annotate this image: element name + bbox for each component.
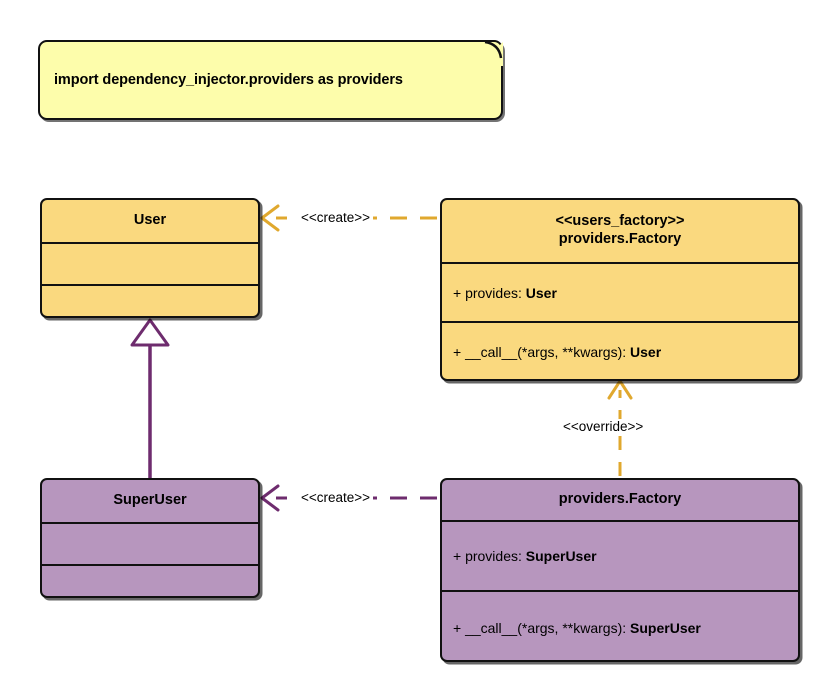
member-type: SuperUser — [630, 619, 701, 636]
class-attributes-user — [42, 244, 258, 284]
member-type: User — [630, 344, 662, 360]
member-text: + provides: User — [453, 285, 557, 301]
class-box-superuser[interactable]: SuperUser — [40, 478, 260, 598]
note-import: import dependency_injector.providers as … — [38, 40, 503, 120]
member-prefix: + __call__(*args, **kwargs): — [453, 344, 631, 360]
class-divider — [42, 284, 258, 286]
connector-label-override: <<override>> — [560, 419, 647, 434]
connector-inheritance — [130, 318, 170, 478]
class-box-superuser-factory[interactable]: providers.Factory + provides: SuperUser … — [440, 478, 800, 662]
class-attributes-superuser — [42, 524, 258, 564]
class-divider — [442, 321, 798, 323]
class-divider — [442, 520, 798, 522]
note-text: import dependency_injector.providers as … — [54, 72, 403, 88]
connector-label-create-user: <<create>> — [298, 210, 374, 225]
class-title-superuser: SuperUser — [42, 480, 258, 522]
class-title-superuser-factory: providers.Factory — [442, 480, 798, 520]
class-methods-superuser — [42, 566, 258, 596]
note-fold-corner — [477, 40, 503, 66]
class-attributes-users-factory: + provides: User — [442, 264, 798, 321]
class-methods-users-factory: + __call__(*args, **kwargs): User — [442, 323, 798, 379]
class-methods-superuser-factory: + __call__(*args, **kwargs): SuperUser — [442, 592, 798, 660]
member-prefix: + provides: — [453, 548, 526, 564]
class-title-line: SuperUser — [113, 492, 187, 509]
class-divider — [42, 522, 258, 524]
member-type: SuperUser — [525, 548, 597, 564]
class-title-line: providers.Factory — [558, 231, 682, 247]
member-type: User — [525, 284, 557, 301]
class-title-line: User — [133, 212, 167, 229]
class-attributes-superuser-factory: + provides: SuperUser — [442, 522, 798, 590]
class-divider — [442, 590, 798, 592]
class-title-line: providers.Factory — [558, 491, 682, 508]
member-prefix: + __call__(*args, **kwargs): — [453, 619, 631, 636]
class-divider — [442, 262, 798, 264]
class-box-users-factory[interactable]: <<users_factory>> providers.Factory + pr… — [440, 198, 800, 381]
member-text: + provides: SuperUser — [453, 548, 597, 564]
class-stereotype: <<users_factory>> — [555, 213, 685, 230]
class-divider — [42, 242, 258, 244]
class-methods-user — [42, 286, 258, 316]
member-text: + __call__(*args, **kwargs): User — [453, 344, 661, 360]
class-title-users-factory: <<users_factory>> providers.Factory — [442, 200, 798, 262]
member-text: + __call__(*args, **kwargs): SuperUser — [453, 620, 701, 636]
connector-label-create-superuser: <<create>> — [298, 490, 374, 505]
class-title-user: User — [42, 200, 258, 242]
member-prefix: + provides: — [453, 284, 526, 301]
class-divider — [42, 564, 258, 566]
class-box-user[interactable]: User — [40, 198, 260, 318]
